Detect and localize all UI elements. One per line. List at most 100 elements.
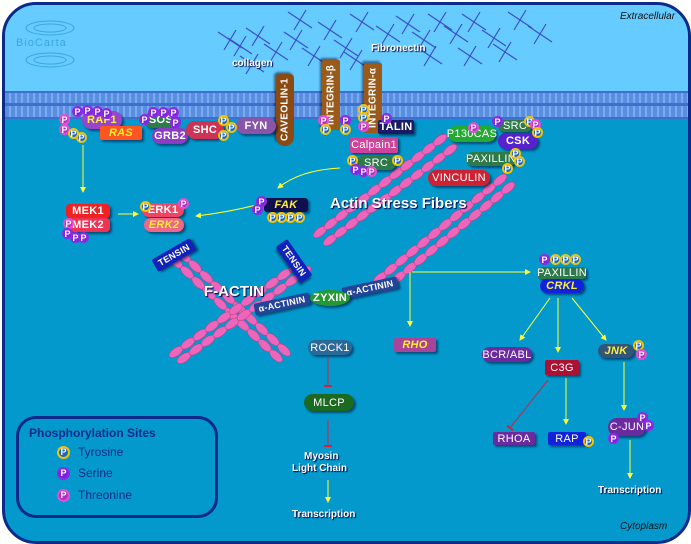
- activation-arrow: [195, 203, 261, 219]
- ecm-fiber: [223, 29, 237, 51]
- legend-label: Serine: [78, 466, 113, 480]
- serine-phospho-icon: P: [643, 420, 654, 431]
- legend-item-tyrosine: P Tyrosine: [57, 445, 123, 459]
- ecm-fiber: [449, 23, 463, 45]
- ecm-fiber: [513, 9, 527, 31]
- ecm-fiber: [355, 11, 369, 33]
- serine-phospho-icon: P: [78, 232, 89, 243]
- tyrosine-phospho-icon: P: [320, 124, 331, 135]
- tyrosine-phospho-icon: P: [340, 124, 351, 135]
- paxillin-crkl: PAXILLIN: [537, 267, 587, 279]
- ecm-fiber: [251, 25, 265, 47]
- cytoplasm-label: Cytoplasm: [620, 521, 668, 532]
- crkl: CRKL: [540, 279, 584, 293]
- ecm-fiber: [323, 19, 337, 41]
- ecm-fiber: [498, 41, 512, 63]
- zyxin: ZYXIN: [310, 290, 350, 306]
- ecm-fiber: [289, 29, 303, 51]
- rap: RAP: [548, 432, 586, 445]
- serine-phospho-icon: P: [608, 433, 619, 444]
- extracellular-region: [5, 5, 688, 97]
- grb2: GRB2: [152, 128, 188, 144]
- transcription-label-jun: Transcription: [598, 485, 662, 496]
- ecm-fiber: [433, 11, 447, 33]
- stress-fiber-segment: [493, 173, 507, 187]
- legend-label: Tyrosine: [78, 445, 124, 459]
- bcr-abl: BCR/ABL: [482, 347, 532, 362]
- ecm-fiber: [423, 45, 437, 67]
- serine-phospho-icon: P: [57, 466, 70, 480]
- tyrosine-phospho-icon: P: [392, 155, 403, 166]
- serine-phospho-icon: P: [101, 108, 112, 119]
- serine-phospho-icon: P: [381, 113, 392, 124]
- extracellular-label: Extracellular: [620, 11, 676, 22]
- legend-item-serine: P Serine: [57, 466, 113, 480]
- p130cas: P130CAS: [446, 126, 498, 142]
- ecm-fiber: [467, 11, 481, 33]
- threonine-phospho-icon: P: [358, 121, 369, 132]
- tyrosine-phospho-icon: P: [294, 212, 305, 223]
- src-csk: SRC: [498, 120, 532, 132]
- ecm-fiber: [339, 37, 353, 59]
- fyn: FYN: [236, 118, 276, 134]
- c-jun: C-JUN: [608, 418, 646, 436]
- fibronectin-label: Fibronectin: [371, 43, 426, 54]
- stress-fiber-segment: [501, 181, 515, 195]
- light-chain-label: Light Chain: [292, 463, 347, 474]
- tyrosine-phospho-icon: P: [76, 132, 87, 143]
- stress-fiber-segment: [442, 143, 458, 157]
- f-actin-segment: [277, 343, 291, 357]
- tyrosine-phospho-icon: P: [218, 130, 229, 141]
- serine-phospho-icon: P: [139, 114, 150, 125]
- inhibition-arrow: [506, 379, 549, 432]
- erk1: ERK1: [142, 203, 184, 217]
- tyrosine-phospho-icon: P: [532, 127, 543, 138]
- threonine-phospho-icon: P: [468, 122, 479, 133]
- tyrosine-phospho-icon: P: [570, 254, 581, 265]
- ecm-fiber: [463, 45, 477, 67]
- activation-arrow: [277, 167, 341, 189]
- ras: RAS: [100, 126, 142, 140]
- ecm-fiber: [381, 23, 395, 45]
- tyrosine-phospho-icon: P: [57, 445, 70, 459]
- activation-arrow: [519, 297, 551, 341]
- activation-arrow: [571, 297, 607, 341]
- tyrosine-phospho-icon: P: [226, 122, 237, 133]
- serine-phospho-icon: P: [170, 117, 181, 128]
- ecm-fiber: [307, 45, 321, 67]
- c3g: C3G: [545, 360, 579, 375]
- transcription-label-mlc: Transcription: [292, 509, 356, 520]
- ecm-fiber: [401, 13, 415, 35]
- tyrosine-phospho-icon: P: [140, 201, 151, 212]
- f-actin-label: F-ACTIN: [204, 283, 264, 300]
- myosin-label: Myosin: [304, 451, 339, 462]
- ecm-fiber: [269, 41, 283, 63]
- legend-item-threonine: P Threonine: [57, 488, 132, 502]
- tyrosine-phospho-icon: P: [502, 163, 513, 174]
- paxillin-focal: PAXILLIN: [466, 152, 516, 166]
- ecm-fiber: [533, 23, 547, 45]
- ecm-fiber: [293, 9, 307, 31]
- threonine-phospho-icon: P: [636, 349, 647, 360]
- caveolin-1: CAVEOLIN-1: [276, 74, 294, 146]
- tyrosine-phospho-icon: P: [514, 156, 525, 167]
- collagen-label: collagen: [232, 58, 273, 69]
- legend-label: Threonine: [78, 488, 133, 502]
- actin-stress-fibers-label: Actin Stress Fibers: [330, 195, 467, 212]
- serine-phospho-icon: P: [492, 116, 503, 127]
- threonine-phospho-icon: P: [178, 198, 189, 209]
- legend-title: Phosphorylation Sites: [29, 426, 156, 440]
- erk2: ERK2: [144, 218, 184, 232]
- phosphorylation-legend: Phosphorylation Sites P Tyrosine P Serin…: [16, 416, 218, 518]
- f-actin-segment: [269, 349, 283, 363]
- vinculin: VINCULIN: [428, 170, 490, 186]
- tyrosine-phospho-icon: P: [583, 436, 594, 447]
- ecm-fiber: [417, 29, 431, 51]
- tyrosine-phospho-icon: P: [218, 115, 229, 126]
- serine-phospho-icon: P: [252, 204, 263, 215]
- ecm-fiber: [245, 53, 259, 75]
- mek2: MEK2: [66, 218, 110, 232]
- serine-phospho-icon: P: [637, 412, 648, 423]
